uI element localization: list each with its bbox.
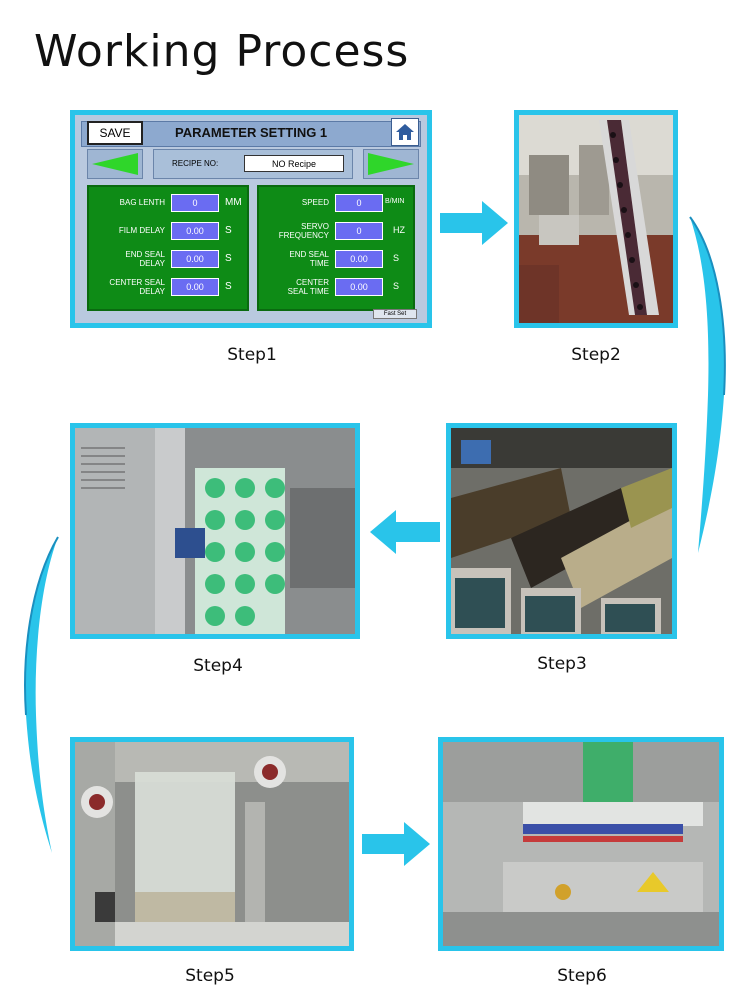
step2-caption: Step2 <box>571 345 621 365</box>
end-seal-delay-input[interactable]: 0.00 <box>171 250 219 268</box>
servo-frequency-unit: HZ <box>393 225 405 235</box>
weigher-photo <box>451 428 672 634</box>
recipe-bar: RECIPE NO: NO Recipe <box>153 149 353 179</box>
recipe-label: RECIPE NO: <box>172 159 219 168</box>
sealing-jaw-photo <box>443 742 719 946</box>
home-button[interactable] <box>391 118 419 146</box>
step1-caption: Step1 <box>227 345 277 365</box>
center-seal-time-label: CENTER SEAL TIME <box>287 278 329 296</box>
end-seal-time-label: END SEAL TIME <box>289 250 329 268</box>
bag-length-label: BAG LENTH <box>119 198 165 207</box>
bag-length-input[interactable]: 0 <box>171 194 219 212</box>
step6-image <box>438 737 724 951</box>
arrow-left-icon <box>92 153 138 175</box>
speed-label: SPEED <box>301 198 329 207</box>
center-seal-time-unit: S <box>393 281 400 291</box>
arrow-right-icon <box>440 201 508 245</box>
film-delay-label: FILM DELAY <box>118 226 165 235</box>
page-title: Working Process <box>34 26 410 77</box>
step6-caption: Step6 <box>557 966 607 986</box>
step5-caption: Step5 <box>185 966 235 986</box>
home-icon <box>396 124 414 140</box>
curved-arrow-icon <box>689 216 726 553</box>
end-seal-time-input[interactable]: 0.00 <box>335 250 383 268</box>
speed-input[interactable]: 0 <box>335 194 383 212</box>
save-button[interactable]: SAVE <box>87 121 143 145</box>
speed-unit: B/MIN <box>385 198 405 205</box>
hmi-screen: SAVE PARAMETER SETTING 1 RECIPE NO: NO R… <box>75 115 427 323</box>
servo-frequency-label: SERVO FREQUENCY <box>278 222 329 240</box>
step3-caption: Step3 <box>537 654 587 674</box>
step4-image <box>70 423 360 639</box>
film-roll-photo <box>75 428 355 634</box>
right-parameter-panel: SPEED 0 B/MIN SERVO FREQUENCY 0 HZ END S… <box>257 185 415 311</box>
prev-recipe-button[interactable] <box>87 149 143 179</box>
center-seal-time-input[interactable]: 0.00 <box>335 278 383 296</box>
film-delay-unit: S <box>225 225 232 236</box>
center-seal-delay-input[interactable]: 0.00 <box>171 278 219 296</box>
arrow-right-icon <box>362 822 430 866</box>
left-parameter-panel: BAG LENTH 0 MM FILM DELAY 0.00 S END SEA… <box>87 185 249 311</box>
end-seal-delay-unit: S <box>225 253 232 264</box>
end-seal-delay-label: END SEAL DELAY <box>125 250 165 268</box>
fast-set-button[interactable]: Fast Set <box>373 309 417 319</box>
film-delay-input[interactable]: 0.00 <box>171 222 219 240</box>
center-seal-delay-label: CENTER SEAL DELAY <box>109 278 165 296</box>
bag-sealing-photo <box>75 742 349 946</box>
end-seal-time-unit: S <box>393 253 400 263</box>
step3-image <box>446 423 677 639</box>
center-seal-delay-unit: S <box>225 281 232 292</box>
arrow-left-icon <box>370 510 440 554</box>
hmi-screen-title: PARAMETER SETTING 1 <box>175 125 328 140</box>
servo-frequency-input[interactable]: 0 <box>335 222 383 240</box>
step1-image: SAVE PARAMETER SETTING 1 RECIPE NO: NO R… <box>70 110 432 328</box>
next-recipe-button[interactable] <box>363 149 419 179</box>
bag-length-unit: MM <box>225 197 242 208</box>
step4-caption: Step4 <box>193 656 243 676</box>
step5-image <box>70 737 354 951</box>
step2-image <box>514 110 678 328</box>
arrow-right-icon <box>368 153 414 175</box>
conveyor-photo <box>519 115 673 323</box>
recipe-value-field[interactable]: NO Recipe <box>244 155 344 172</box>
curved-arrow-icon <box>24 536 59 853</box>
